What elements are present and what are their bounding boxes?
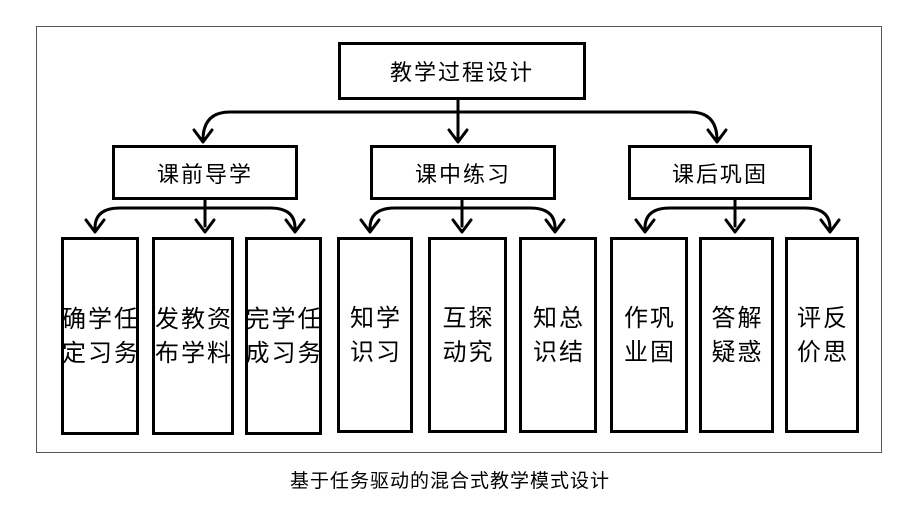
stage-label: 课前导学 [156,162,253,188]
task-node: 答疑 解惑 [699,237,774,433]
arrowhead [447,128,469,144]
root-label: 教学过程设计 [389,61,534,86]
stage-node-in-class: 课中练习 [370,145,556,200]
task-text-column: 知识 [350,304,374,366]
task-node: 评价 反思 [785,237,859,433]
task-node: 知识 学习 [337,237,413,433]
task-text-column: 资料 [207,305,231,367]
arrowhead [819,218,841,234]
task-text-column: 学习 [88,305,112,367]
task-text-column: 学习 [376,304,400,366]
arrowhead [192,128,214,144]
task-text-column: 教学 [181,305,205,367]
task-text-column: 学习 [271,305,296,367]
arrowhead [544,218,566,234]
arrowhead [451,218,473,234]
arrowhead [359,218,381,234]
task-text-column: 确定 [62,305,86,367]
stage-label: 课中练习 [414,162,511,188]
task-text-column: 反思 [823,304,847,366]
task-node: 发布 教学 资料 [152,237,234,435]
connector-root-to-stages [201,97,719,142]
connector-stage3-to-tasks [643,196,832,230]
task-node: 完成 学习 任务 [245,237,322,435]
arrowhead [706,128,728,144]
task-text-column: 探究 [468,304,493,366]
task-node: 互动 探究 [428,237,507,433]
task-text-column: 知识 [533,304,557,366]
connector-stage2-to-tasks [368,196,557,230]
arrowhead [724,218,746,234]
task-node: 知识 总结 [519,237,597,433]
task-text-column: 评价 [797,304,821,366]
stage-label: 课后巩固 [671,162,768,188]
root-node: 教学过程设计 [338,42,586,100]
arrowhead [194,218,216,234]
task-text-column: 答疑 [711,304,736,366]
arrowhead [634,218,656,234]
task-text-column: 完成 [245,305,270,367]
connector-stage1-to-tasks [93,196,297,230]
stage-node-post-class: 课后巩固 [628,145,812,200]
stage-node-pre-class: 课前导学 [112,145,298,200]
task-text-column: 总结 [559,304,583,366]
task-text-column: 任务 [114,305,138,367]
diagram-frame [36,26,882,453]
task-text-column: 互动 [442,304,467,366]
figure-caption: 基于任务驱动的混合式教学模式设计 [289,470,610,492]
task-text-column: 巩固 [650,304,674,366]
arrowhead [84,218,106,234]
task-node: 确定 学习 任务 [61,237,139,435]
task-text-column: 发布 [155,305,179,367]
task-node: 作业 巩固 [610,237,688,433]
task-text-column: 作业 [624,304,648,366]
task-text-column: 任务 [297,305,322,367]
arrowhead [284,218,306,234]
task-text-column: 解惑 [737,304,762,366]
